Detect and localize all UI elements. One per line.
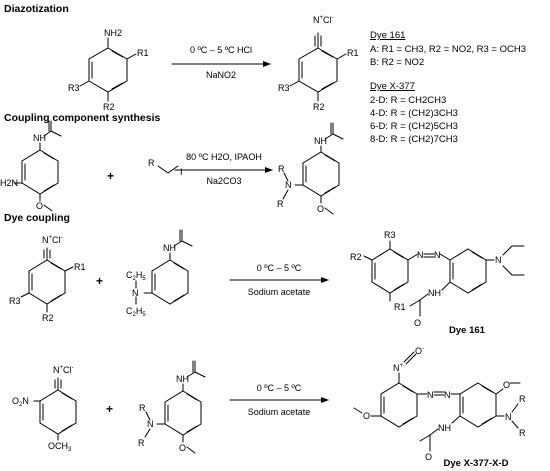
dyex-legend-title: Dye X-377 bbox=[370, 81, 415, 92]
dialkylaminoacetanilide-product bbox=[282, 122, 344, 215]
aminoacetanilide-reactant bbox=[13, 120, 62, 212]
r-label: R bbox=[138, 438, 145, 448]
cx-condition-top: 0 ºC – 5 ºC bbox=[257, 383, 302, 393]
nitro-o-label: O- bbox=[415, 346, 424, 356]
dye161-legend-b: B: R2 = NO2 bbox=[370, 57, 424, 68]
plus-sign: + bbox=[96, 274, 103, 288]
r2-label: R2 bbox=[350, 252, 362, 262]
oxygen-label: O bbox=[503, 380, 510, 390]
coupler-x377 bbox=[144, 360, 206, 454]
r1-label: R1 bbox=[74, 262, 86, 272]
nh2-label: NH2 bbox=[104, 28, 122, 38]
r-label: R bbox=[148, 158, 155, 168]
r3-label: R3 bbox=[384, 230, 396, 240]
diazonium-label: N+Cl- bbox=[313, 15, 334, 25]
h2n-label: H2N bbox=[0, 178, 18, 188]
c2h5-label: C2H5 bbox=[126, 270, 146, 282]
no2-label: O2N bbox=[12, 396, 29, 408]
oxygen-label: O bbox=[317, 204, 324, 214]
dyex-name: Dye X-377-X-D bbox=[444, 458, 509, 469]
dyex-product bbox=[353, 351, 521, 452]
nh-label: NH bbox=[163, 243, 176, 253]
oxygen-label: O bbox=[414, 318, 421, 328]
n-label: N bbox=[444, 390, 451, 400]
diazonium-label: N+Cl- bbox=[53, 365, 74, 375]
n-label: N bbox=[147, 419, 154, 429]
n-label: N bbox=[434, 250, 441, 260]
plus-sign: + bbox=[106, 402, 113, 416]
och3-label: OCH3 bbox=[48, 441, 72, 453]
r1-label: R1 bbox=[394, 302, 406, 312]
n-label: N bbox=[427, 390, 434, 400]
r2-label: R2 bbox=[42, 313, 54, 323]
alkyl-iodide-reactant bbox=[157, 165, 179, 174]
oxygen-label: O bbox=[36, 201, 43, 211]
diazonium-label: N+Cl- bbox=[42, 235, 63, 245]
r-label: R bbox=[139, 403, 146, 413]
dye161-name: Dye 161 bbox=[449, 325, 486, 336]
nh-label: NH bbox=[428, 288, 441, 298]
n-label: N bbox=[285, 180, 292, 190]
r-label: R bbox=[278, 164, 285, 174]
dye161-legend-a: A: R1 = CH3, R2 = NO2, R3 = OCH3 bbox=[370, 44, 526, 55]
dyex-legend-item: 6-D: R = (CH2)5CH3 bbox=[370, 121, 458, 132]
oxygen-label: O bbox=[425, 452, 432, 462]
r3-label: R3 bbox=[278, 83, 290, 93]
oxygen-label: O bbox=[363, 411, 370, 421]
c161-condition-bottom: Sodium acetate bbox=[248, 287, 311, 297]
diazonium-product bbox=[289, 32, 347, 102]
r-label: R bbox=[519, 428, 526, 438]
ccs-condition-top: 80 ºC H2O, IPAOH bbox=[186, 152, 262, 162]
oxygen-label: O bbox=[179, 443, 186, 453]
diazonium-reactant-161 bbox=[20, 247, 74, 313]
r3-label: R3 bbox=[9, 296, 21, 306]
r-label: R bbox=[277, 199, 284, 209]
nh-label: NH bbox=[176, 374, 189, 384]
section-dye-coupling: Dye coupling bbox=[4, 212, 70, 224]
r2-label: R2 bbox=[313, 102, 325, 112]
coupler-161 bbox=[135, 229, 193, 305]
nh-label: NH bbox=[438, 423, 451, 433]
aniline-reactant bbox=[79, 37, 137, 102]
section-coupling-component-synthesis: Coupling component synthesis bbox=[4, 112, 161, 124]
n-label: N bbox=[505, 412, 512, 422]
plus-sign: + bbox=[107, 169, 114, 183]
iodine-label: I bbox=[180, 167, 183, 177]
dye161-legend-title: Dye 161 bbox=[370, 30, 405, 41]
section-diazotization: Diazotization bbox=[4, 3, 69, 15]
c2h5-label: C2H5 bbox=[126, 306, 146, 318]
cx-condition-bottom: Sodium acetate bbox=[248, 407, 311, 417]
r2-label: R2 bbox=[103, 102, 115, 112]
n-label: N bbox=[132, 288, 139, 298]
nh-label: NH bbox=[314, 136, 327, 146]
diazonium-reactant-x377 bbox=[33, 377, 77, 441]
ccs-condition-bottom: Na2CO3 bbox=[206, 176, 241, 186]
r1-label: R1 bbox=[347, 48, 359, 58]
r1-label: R1 bbox=[137, 48, 149, 58]
nh-label: NH bbox=[33, 133, 46, 143]
n-label: N bbox=[417, 250, 424, 260]
diaz-condition-bottom: NaNO2 bbox=[206, 70, 236, 80]
r3-label: R3 bbox=[68, 83, 80, 93]
c161-condition-top: 0 ºC – 5 ºC bbox=[257, 263, 302, 273]
dyex-legend-item: 2-D: R = CH2CH3 bbox=[370, 95, 446, 106]
n-label: N bbox=[495, 255, 502, 265]
diaz-condition-top: 0 ºC – 5 ºC HCl bbox=[190, 45, 252, 55]
dyex-legend-item: 8-D: R = (CH2)7CH3 bbox=[370, 134, 458, 145]
dyex-legend-item: 4-D: R = (CH2)3CH3 bbox=[370, 108, 458, 119]
r-label: R bbox=[519, 394, 526, 404]
nitro-n-label: N+ bbox=[393, 363, 404, 373]
dye161-product bbox=[363, 240, 525, 317]
